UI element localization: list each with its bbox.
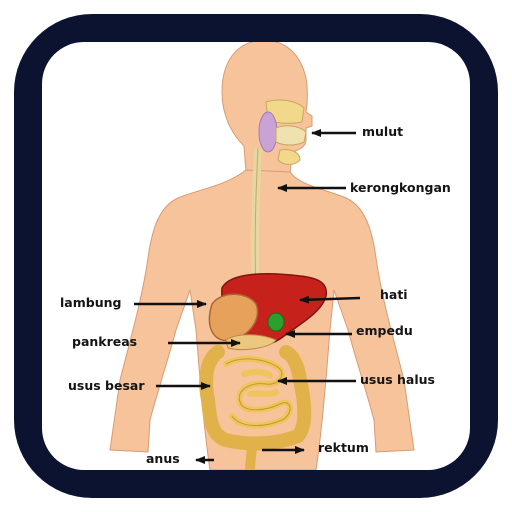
- rectum: [245, 441, 257, 470]
- arrow-hati: [299, 295, 361, 304]
- gallbladder: [267, 312, 285, 332]
- label-rektum: rektum: [318, 440, 369, 455]
- large-intestine: [199, 345, 312, 451]
- label-lambung: lambung: [60, 295, 122, 310]
- label-usus-besar: usus besar: [68, 378, 145, 393]
- label-hati: hati: [380, 287, 408, 302]
- label-empedu: empedu: [356, 323, 413, 338]
- label-pankreas: pankreas: [72, 334, 138, 349]
- label-mulut: mulut: [362, 124, 404, 139]
- label-usus-halus: usus halus: [360, 372, 435, 387]
- label-kerongkongan: kerongkongan: [350, 180, 451, 195]
- stomach: [208, 293, 259, 342]
- pointer-arrows: [134, 129, 361, 464]
- mouth-structure: [258, 99, 307, 165]
- label-anus: anus: [146, 451, 180, 466]
